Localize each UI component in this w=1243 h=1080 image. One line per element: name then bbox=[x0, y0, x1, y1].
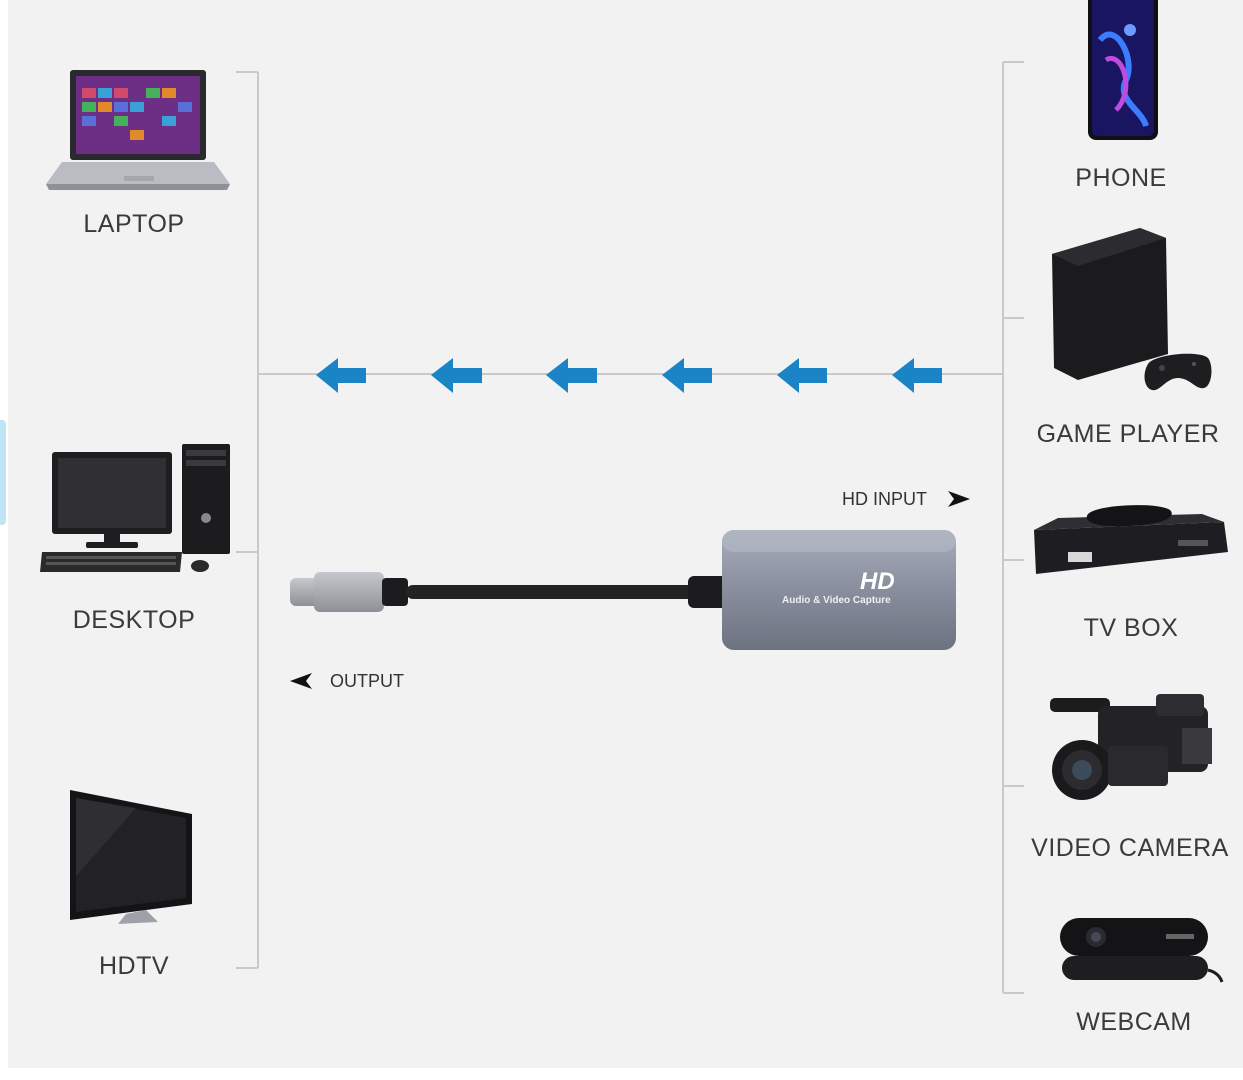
desktop-label: DESKTOP bbox=[72, 606, 196, 634]
desktop-icon bbox=[40, 444, 230, 572]
left-arrow-icon bbox=[316, 358, 366, 393]
left-pointer-icon bbox=[290, 673, 312, 689]
bottom-margin bbox=[0, 1068, 1243, 1080]
hd-input-label: HD INPUT bbox=[842, 489, 927, 509]
laptop-label: LAPTOP bbox=[83, 210, 185, 238]
adapter-body bbox=[722, 530, 956, 650]
laptop-icon bbox=[46, 70, 230, 190]
left-arrow-icon bbox=[662, 358, 712, 393]
edge-tab bbox=[0, 420, 6, 525]
output-label: OUTPUT bbox=[330, 671, 404, 691]
left-arrow-icon bbox=[546, 358, 597, 393]
phone-label: PHONE bbox=[1075, 164, 1167, 192]
webcam-icon bbox=[1060, 918, 1224, 983]
game-console-icon bbox=[1052, 228, 1212, 391]
hd-badge: HD bbox=[860, 568, 895, 595]
hdtv-icon bbox=[70, 790, 192, 924]
tv-box-icon bbox=[1034, 505, 1228, 574]
adapter-caption: Audio & Video Capture bbox=[782, 595, 891, 606]
capture-adapter bbox=[290, 530, 956, 650]
video-camera-icon bbox=[1050, 694, 1212, 800]
left-arrow-icon bbox=[777, 358, 827, 393]
left-arrow-icon bbox=[431, 358, 482, 393]
webcam-label: WEBCAM bbox=[1076, 1008, 1192, 1036]
video-camera-label: VIDEO CAMERA bbox=[1031, 834, 1229, 862]
game-player-label: GAME PLAYER bbox=[1036, 420, 1220, 448]
cable bbox=[406, 585, 696, 599]
right-pointer-icon bbox=[948, 491, 970, 507]
left-arrow-icon bbox=[892, 358, 942, 393]
phone-icon bbox=[1088, 0, 1158, 140]
tv-box-label: TV BOX bbox=[1083, 614, 1179, 642]
hdtv-label: HDTV bbox=[98, 952, 170, 980]
left-margin bbox=[0, 0, 8, 1080]
usb-c-plug bbox=[290, 578, 320, 606]
